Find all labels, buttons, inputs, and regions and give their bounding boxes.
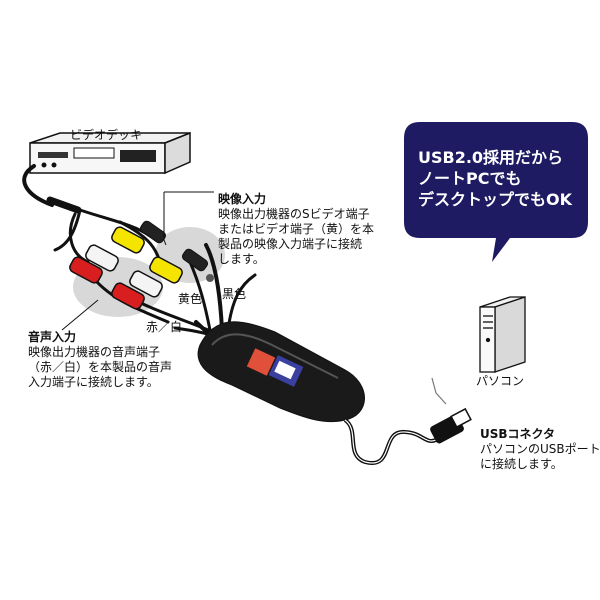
audio-input-line: 入力端子に接続します。 [28,375,159,389]
usb-cable-highlight [344,419,441,464]
capture-device [197,321,365,423]
video-input-title: 映像入力 [218,192,267,206]
vcr-label: ビデオデッキ [70,128,143,142]
audio-input-callout: 音声入力 映像出力機器の音声端子 （赤／白）を本製品の音声 入力端子に接続します… [28,330,172,390]
video-input-line: またはビデオ端子（黄）を本 [218,222,375,236]
callout-bubble [404,122,588,262]
video-input-line: します。 [218,252,265,266]
usb-connector-callout: USBコネクタ パソコンのUSBポート に接続します。 [480,427,600,472]
leader-lines [61,191,214,331]
callout-line: USB2.0採用だから [418,148,564,167]
video-input-line: 製品の映像入力端子に接続 [218,237,363,251]
usb-connector-title: USBコネクタ [480,427,556,441]
video-input-callout: 映像入力 映像出力機器のSビデオ端子 またはビデオ端子（黄）を本 製品の映像入力… [218,192,374,267]
callout-line: デスクトップでもOK [418,190,573,209]
usb-connector-line: パソコンのUSBポート [480,442,600,456]
usb-connector-line: に接続します。 [480,457,563,471]
audio-input-title: 音声入力 [28,330,77,344]
yellow-video-plug [111,226,183,284]
black-cable-label: 黒色 [222,287,247,301]
callout-text: USB2.0採用だから ノートPCでも デスクトップでもOK [418,147,572,210]
audio-input-line: （赤／白）を本製品の音声 [28,360,173,374]
usb-plug [430,407,472,444]
usb-arrow [431,377,447,405]
callout-line: ノートPCでも [418,169,522,188]
usb-cable [343,418,442,466]
red-white-cable-label: 赤／白 [146,320,183,334]
audio-input-line: 映像出力機器の音声端子 [28,345,161,359]
video-input-line: 映像出力機器のSビデオ端子 [218,207,370,221]
vcr-deck [29,131,191,175]
pc-label: パソコン [476,374,525,388]
yellow-cable-label: 黄色 [178,292,203,306]
red-white-audio-plugs [69,244,163,310]
desktop-pc-tower [479,296,526,373]
